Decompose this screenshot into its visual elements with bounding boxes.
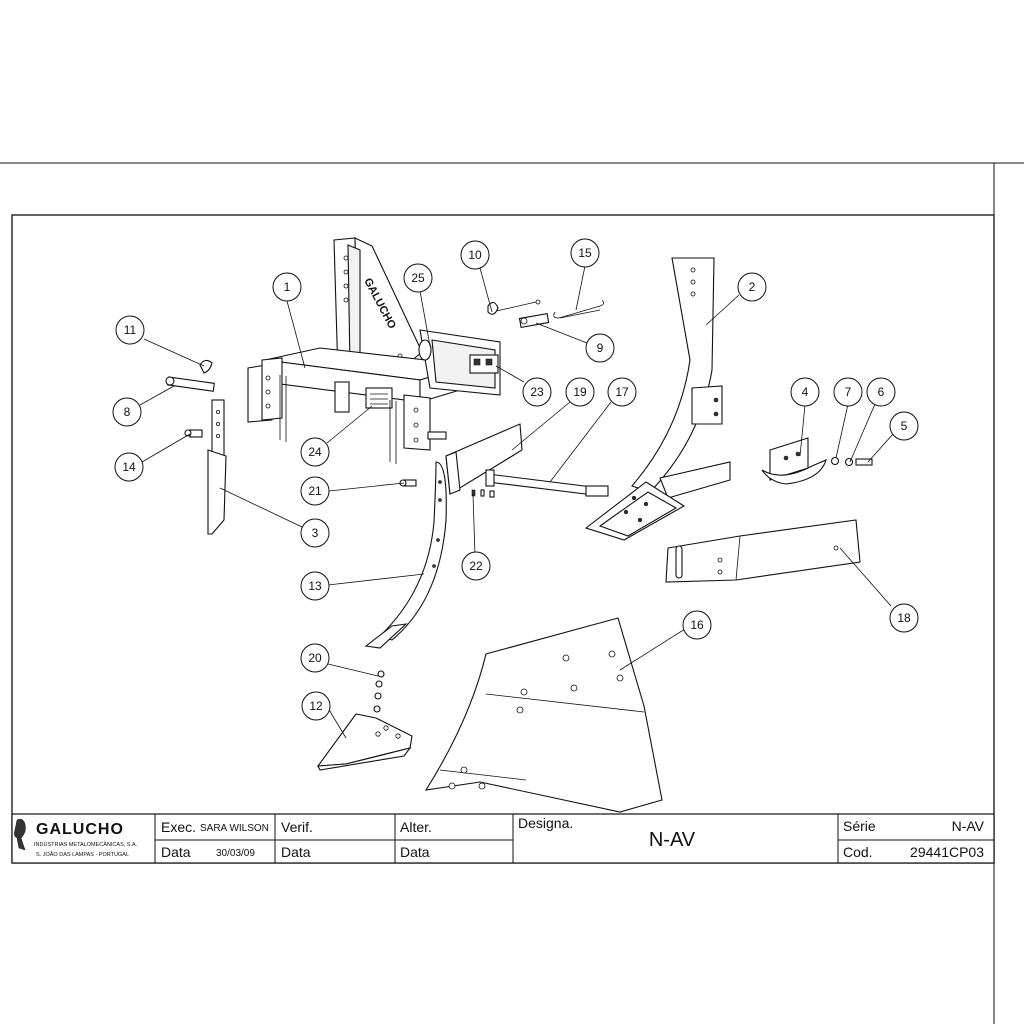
callout-3: 3 [300, 518, 330, 548]
serie-label: Série [843, 818, 876, 834]
svg-text:25: 25 [411, 271, 425, 285]
callout-16: 16 [682, 610, 712, 640]
callout-2: 2 [737, 272, 767, 302]
svg-text:23: 23 [530, 385, 544, 399]
designation-label: Designa. [518, 815, 573, 831]
svg-text:3: 3 [312, 526, 319, 540]
svg-text:12: 12 [309, 699, 323, 713]
verif-label: Verif. [281, 819, 313, 835]
callout-13: 13 [300, 571, 330, 601]
callout-21: 21 [300, 476, 330, 506]
svg-text:7: 7 [845, 385, 852, 399]
part-20-nuts [373, 670, 385, 713]
callout-23: 23 [522, 377, 552, 407]
alter-date-label: Data [400, 844, 430, 860]
callout-5: 5 [889, 411, 919, 441]
svg-text:5: 5 [901, 419, 908, 433]
part-4-bracket [761, 437, 827, 485]
part-2-standard [584, 257, 731, 541]
exec-date-label: Data [161, 844, 191, 860]
part-12-share [316, 713, 413, 771]
part-10-linch-pin [487, 299, 541, 315]
part-13-curved-shank [364, 461, 447, 649]
callout-15: 15 [570, 238, 600, 268]
part-9-hitch-pin [518, 312, 550, 328]
leader-lines [139, 265, 894, 739]
serie-value: N-AV [952, 818, 985, 834]
svg-text:2: 2 [749, 280, 756, 294]
callout-10: 10 [460, 240, 490, 270]
part-16-mouldboard [424, 617, 663, 813]
part-15-r-clip [553, 299, 604, 319]
svg-text:19: 19 [573, 385, 587, 399]
callout-8: 8 [112, 397, 142, 427]
part-17-brace-bar [485, 469, 609, 497]
callout-25: 25 [403, 263, 433, 293]
verif-date-label: Data [281, 844, 311, 860]
svg-text:10: 10 [468, 248, 482, 262]
callout-4: 4 [790, 377, 820, 407]
part-5-bolt [855, 458, 873, 466]
part-1-main-frame: GALUCHO [247, 237, 501, 464]
svg-text:21: 21 [308, 484, 322, 498]
title-block: GALUCHO INDÚSTRIAS METALOMECÂNICAS, S.A.… [11, 813, 995, 864]
svg-text:15: 15 [578, 246, 592, 260]
svg-text:13: 13 [308, 579, 322, 593]
callout-7: 7 [833, 377, 863, 407]
part-7-nut [830, 456, 840, 466]
part-19-landside-plate [445, 423, 523, 495]
cod-value: 29441CP03 [910, 844, 984, 860]
alter-label: Alter. [400, 819, 432, 835]
svg-text:1: 1 [284, 280, 291, 294]
callout-14: 14 [114, 452, 144, 482]
company-address-line-2: S. JOÃO DAS LAMPAS - PORTUGAL [36, 851, 129, 858]
callout-1: 1 [272, 272, 302, 302]
callout-12: 12 [301, 691, 331, 721]
callout-19: 19 [565, 377, 595, 407]
callout-20: 20 [300, 643, 330, 673]
svg-text:22: 22 [469, 559, 483, 573]
company-logo: GALUCHO INDÚSTRIAS METALOMECÂNICAS, S.A.… [14, 818, 138, 858]
callout-9: 9 [585, 333, 615, 363]
callout-24: 24 [300, 437, 330, 467]
svg-text:4: 4 [802, 385, 809, 399]
svg-text:8: 8 [124, 405, 131, 419]
exec-date-value: 30/03/09 [216, 848, 255, 859]
exec-value: SARA WILSON [200, 823, 269, 834]
svg-text:6: 6 [878, 385, 885, 399]
svg-text:14: 14 [122, 460, 136, 474]
callout-18: 18 [889, 603, 919, 633]
designation-value: N-AV [649, 829, 696, 851]
part-3-coulter [207, 399, 227, 535]
part-8-pin [165, 376, 215, 392]
svg-text:24: 24 [308, 445, 322, 459]
callout-22: 22 [461, 551, 491, 581]
svg-text:18: 18 [897, 611, 911, 625]
svg-text:16: 16 [690, 618, 704, 632]
svg-text:17: 17 [615, 385, 629, 399]
company-address-line-1: INDÚSTRIAS METALOMECÂNICAS, S.A. [34, 841, 138, 848]
callout-6: 6 [866, 377, 896, 407]
svg-text:9: 9 [597, 341, 604, 355]
exec-label: Exec. [161, 819, 196, 835]
callout-11: 11 [115, 315, 145, 345]
company-name: GALUCHO [36, 821, 124, 838]
part-22-fasteners [471, 489, 495, 498]
part-18-landside [665, 519, 861, 583]
svg-text:20: 20 [308, 651, 322, 665]
part-11-clip [199, 359, 213, 374]
callout-17: 17 [607, 377, 637, 407]
cod-label: Cod. [843, 844, 873, 860]
part-14-bolt [184, 429, 203, 438]
svg-text:11: 11 [124, 323, 137, 337]
